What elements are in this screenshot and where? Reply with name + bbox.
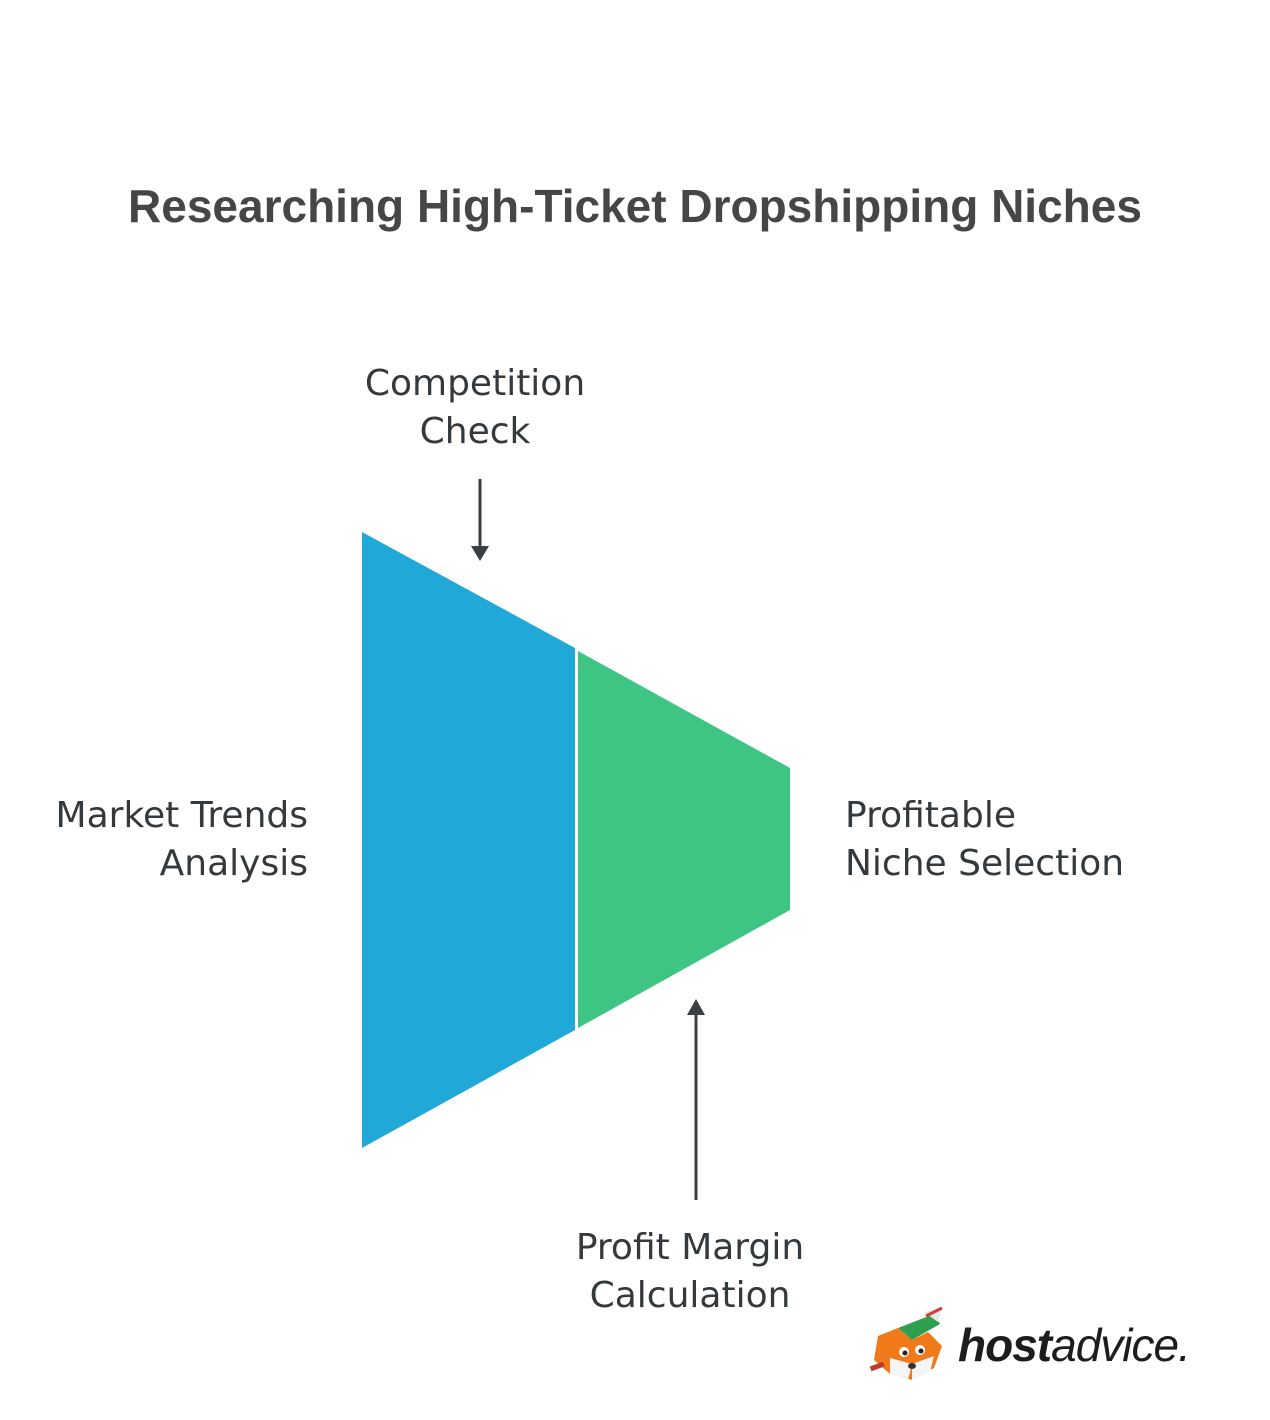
arrow-down-competition [471,479,489,561]
label-line: Profitable [845,795,1016,836]
arrow-up-profit-margin [687,999,705,1200]
hostadvice-wordmark: hostadvice. [958,1318,1191,1372]
funnel-stage-profitable-niche [578,651,790,1028]
label-line: Market Trends [55,795,308,836]
label-line: Calculation [589,1275,791,1316]
label-profitable-niche: Profitable Niche Selection [845,792,1245,888]
label-market-trends: Market Trends Analysis [20,792,308,888]
wordmark-bold: host [958,1319,1052,1371]
label-line: Niche Selection [845,843,1125,884]
diagram-title: Researching High-Ticket Dropshipping Nic… [128,180,1142,232]
label-line: Analysis [159,843,308,884]
label-line: Check [419,411,531,452]
funnel-stage-market-trends [362,532,575,1148]
label-competition-check: Competition Check [330,360,620,456]
label-line: Competition [364,363,586,404]
label-profit-margin: Profit Margin Calculation [540,1224,840,1320]
fox-mascot-icon [869,1306,943,1380]
hostadvice-logo: hostadvice. [868,1306,1213,1386]
label-line: Profit Margin [575,1227,805,1268]
wordmark-light: advice. [1051,1319,1191,1371]
